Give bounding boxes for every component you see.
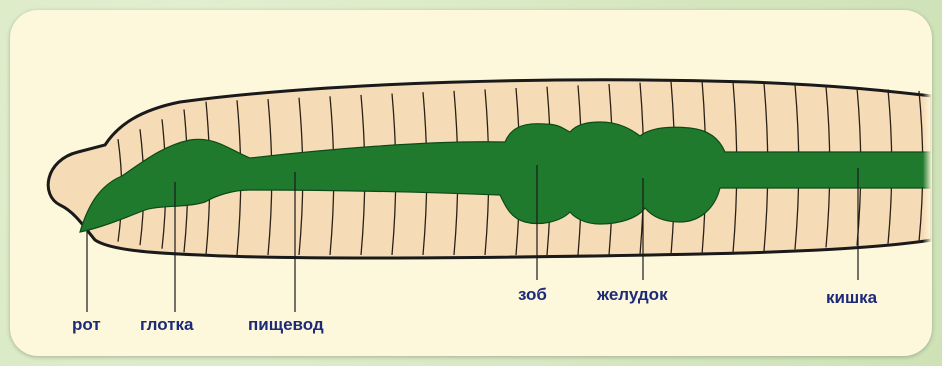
right-fade: [840, 60, 932, 270]
label-mouth: рот: [72, 315, 101, 334]
label-crop: зоб: [518, 285, 547, 304]
label-gizzard: желудок: [596, 285, 668, 304]
earthworm-digestive-diagram: рот глотка пищевод зоб желудок кишка: [10, 10, 932, 356]
diagram-frame: рот глотка пищевод зоб желудок кишка: [10, 10, 932, 356]
label-intestine: кишка: [826, 288, 878, 307]
label-pharynx: глотка: [140, 315, 194, 334]
label-esophagus: пищевод: [248, 315, 324, 334]
